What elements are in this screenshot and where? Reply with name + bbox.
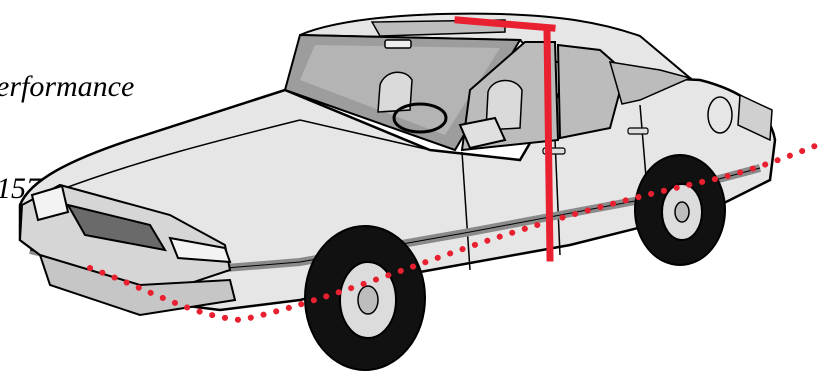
red-dotted-sill-line: [87, 139, 828, 324]
front-wheel: [304, 225, 426, 371]
caption-line-1: erformance: [0, 70, 135, 103]
rear-wheel: [634, 154, 726, 266]
car-body: [18, 33, 777, 317]
